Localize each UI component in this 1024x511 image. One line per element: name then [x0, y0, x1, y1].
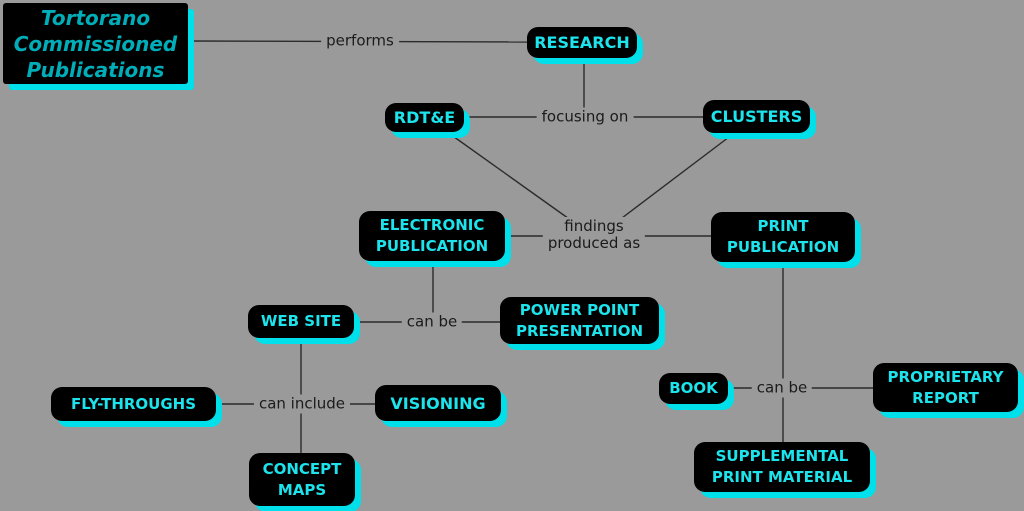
node-clusters[interactable]: CLUSTERS — [703, 100, 810, 133]
node-web-site[interactable]: WEB SITE — [248, 305, 354, 338]
link-label-can-include[interactable]: can include — [253, 394, 351, 414]
node-supplemental-print-material[interactable]: SUPPLEMENTAL PRINT MATERIAL — [694, 442, 870, 492]
node-book[interactable]: BOOK — [659, 373, 728, 404]
node-research[interactable]: RESEARCH — [527, 27, 637, 58]
link-label-focusing-on[interactable]: focusing on — [536, 107, 634, 127]
node-concept-maps[interactable]: CONCEPT MAPS — [249, 453, 355, 506]
link-label-can-be-print[interactable]: can be — [751, 378, 813, 398]
link-label-findings-produced-as[interactable]: findings produced as — [542, 217, 646, 253]
node-electronic-publication[interactable]: ELECTRONIC PUBLICATION — [359, 211, 505, 261]
node-visioning[interactable]: VISIONING — [375, 385, 501, 421]
node-rdte[interactable]: RDT&E — [385, 103, 464, 132]
node-print-publication[interactable]: PRINT PUBLICATION — [711, 212, 855, 262]
node-proprietary-report[interactable]: PROPRIETARY REPORT — [873, 363, 1018, 412]
node-power-point-presentation[interactable]: POWER POINT PRESENTATION — [500, 297, 659, 344]
connector-line — [449, 133, 573, 222]
title-node[interactable]: Tortorano Commissioned Publications — [3, 3, 188, 84]
node-fly-throughs[interactable]: FLY-THROUGHS — [51, 387, 216, 421]
link-label-can-be-web[interactable]: can be — [401, 312, 463, 332]
link-label-performs[interactable]: performs — [321, 31, 399, 51]
connector-line — [617, 133, 734, 222]
